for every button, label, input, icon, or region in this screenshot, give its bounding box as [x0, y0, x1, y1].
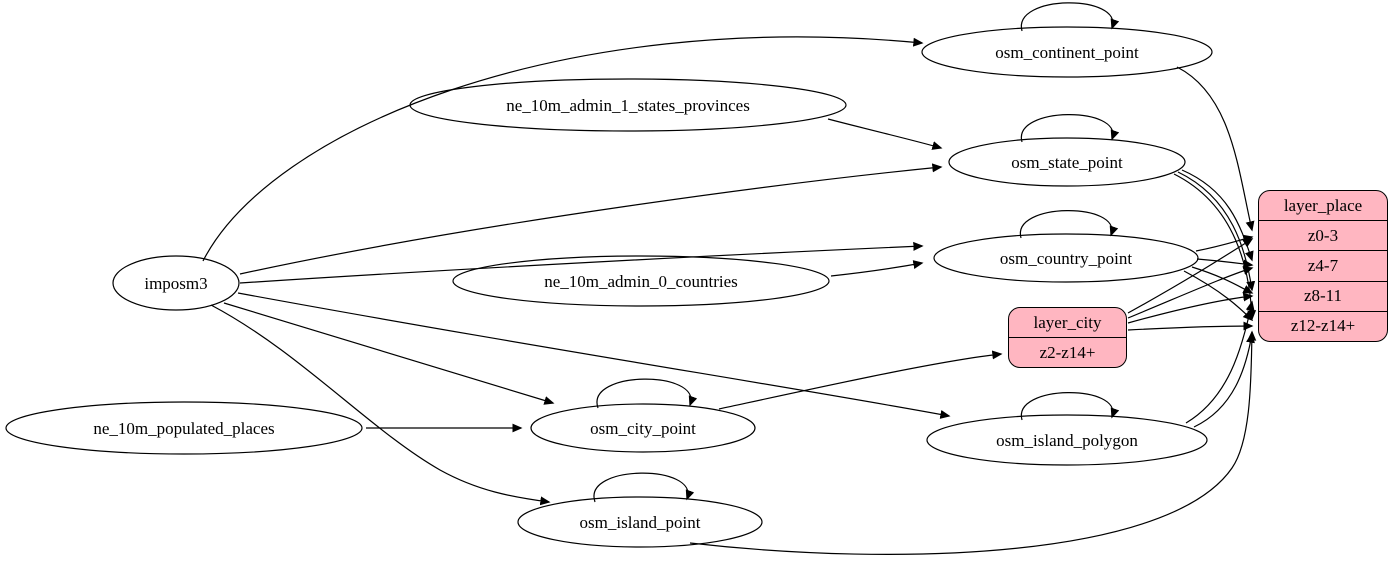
node-ne-10m-admin-1-states-provinces: ne_10m_admin_1_states_provinces: [506, 96, 750, 115]
edge-state-z4-7: [1181, 169, 1254, 262]
edge-ne-admin0-osm-country-point: [830, 260, 924, 277]
node-layer-place: layer_place z0-3 z4-7 z8-11 z12-z14+: [1258, 190, 1388, 342]
ellipse-osm-island-point: [517, 496, 763, 548]
self-loop-osm-country-point: [1020, 210, 1119, 239]
edge-island-polygon-z8-11: [1185, 300, 1255, 424]
edge-layer-city-z4-7: [1127, 266, 1254, 319]
edge-country-z4-7: [1196, 258, 1254, 269]
edge-country-z0-3: [1195, 234, 1254, 252]
ellipse-ne-10m-admin-1-states-provinces: [409, 78, 847, 132]
node-osm-city-point: osm_city_point: [590, 419, 696, 438]
node-imposm3: imposm3: [144, 274, 208, 293]
edge-imposm3-osm-state-point: [239, 163, 943, 275]
layer-place-row-z4-7: z4-7: [1259, 250, 1387, 280]
ellipse-osm-city-point: [530, 403, 756, 453]
ellipse-ne-10m-admin-0-countries: [452, 255, 830, 307]
edge-imposm3-osm-continent-point: [202, 36, 924, 262]
self-loop-osm-continent-point: [1021, 2, 1120, 32]
edge-continent-z0-3: [1176, 66, 1255, 232]
edge-layer-city-z8-11: [1127, 292, 1254, 324]
edge-island-polygon-z12-z14: [1193, 332, 1255, 428]
node-layer-city: layer_city z2-z14+: [1008, 307, 1127, 368]
node-osm-continent-point: osm_continent_point: [995, 43, 1139, 62]
ellipse-osm-continent-point: [921, 26, 1213, 78]
layer-place-row-z12-z14: z12-z14+: [1259, 310, 1387, 341]
ellipse-ne-10m-populated-places: [5, 401, 363, 455]
edge-state-z8-11: [1177, 171, 1256, 292]
node-osm-island-polygon: osm_island_polygon: [996, 431, 1138, 450]
edge-city-point-layer-city: [718, 350, 1003, 410]
edge-imposm3-osm-island-point: [210, 304, 551, 506]
edge-imposm3-osm-country-point: [239, 241, 924, 284]
layer-place-row-z0-3: z0-3: [1259, 220, 1387, 250]
self-loop-osm-island-point: [593, 472, 695, 503]
edge-imposm3-osm-city-point: [223, 302, 555, 405]
ellipse-imposm3: [112, 255, 240, 311]
ellipse-osm-state-point: [948, 137, 1186, 187]
self-loop-osm-state-point: [1021, 114, 1120, 143]
layer-place-title: layer_place: [1283, 195, 1363, 215]
node-osm-country-point: osm_country_point: [999, 249, 1133, 268]
self-loop-osm-island-polygon: [1021, 392, 1120, 421]
layer-city-row-z2-z14: z2-z14+: [1009, 337, 1126, 367]
node-ne-10m-populated-places: ne_10m_populated_places: [93, 419, 275, 438]
ellipse-osm-island-polygon: [926, 414, 1208, 466]
edge-layer-city-z0-3: [1127, 238, 1254, 314]
node-osm-state-point: osm_state_point: [1011, 153, 1123, 172]
ellipse-osm-country-point: [933, 233, 1199, 283]
node-osm-island-point: osm_island_point: [579, 513, 701, 532]
edge-country-z12-z14: [1183, 270, 1254, 322]
layer-city-title: layer_city: [1033, 312, 1102, 332]
self-loop-osm-city-point: [596, 378, 698, 409]
edge-island-point-z12-z14: [689, 330, 1257, 555]
layer-place-row-z8-11: z8-11: [1259, 280, 1387, 311]
edge-ne-admin1-osm-state-point: [827, 118, 943, 150]
node-ne-10m-admin-0-countries: ne_10m_admin_0_countries: [544, 272, 738, 291]
edge-layer-city-z12-z14: [1127, 321, 1254, 331]
edge-imposm3-osm-island-polygon: [237, 292, 951, 419]
